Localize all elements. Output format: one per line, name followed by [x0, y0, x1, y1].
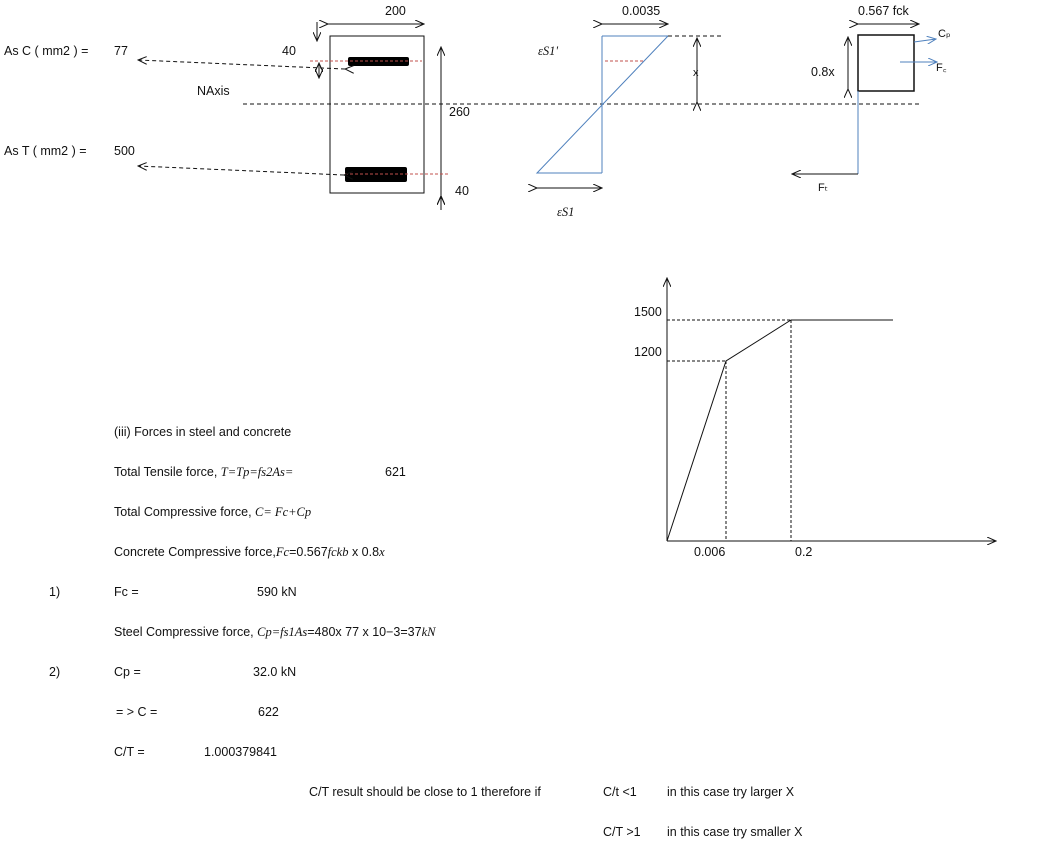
neutral-depth-label: x [693, 67, 699, 79]
steel-formula-value: =480x 77 x 10−3=37 [307, 625, 422, 639]
steel-force-row: Steel Compressive force, Cp=fs1As=480x 7… [114, 625, 435, 639]
tensile-force-value: 621 [385, 465, 406, 479]
section-depth-label: 260 [449, 105, 470, 119]
concrete-formula-fc: Fc [275, 545, 290, 559]
cp-unit: kN [280, 665, 297, 679]
fc-result-value: 590 kN [257, 585, 297, 599]
concrete-formula-fckb: fckb [327, 545, 349, 559]
ast-label: As T ( mm2 ) = [4, 144, 87, 158]
ct-ratio-value: 1.000379841 [204, 745, 277, 759]
fc-number: 590 [257, 585, 278, 599]
c-total-label: = > C = [116, 705, 158, 719]
concrete-force-label: Concrete Compressive force, [114, 545, 276, 559]
condition-less-than-one: C/t <1 [603, 785, 637, 799]
compression-rebar [348, 57, 409, 66]
stress-block-width-label: 0.567 fck [858, 4, 909, 18]
c-total-value: 622 [258, 705, 279, 719]
condition-greater-advice: in this case try smaller X [667, 825, 803, 839]
condition-greater-than-one: C/T >1 [603, 825, 641, 839]
concrete-formula-times: x 0.8 [348, 545, 380, 559]
step-1-number: 1) [49, 585, 61, 599]
stress-strain-curve [667, 278, 996, 541]
strain-diagram [537, 24, 722, 188]
ast-value: 500 [114, 144, 135, 158]
cp-number: 32.0 [253, 665, 278, 679]
concrete-formula-coef: =0.567 [289, 545, 328, 559]
steel-force-label: Steel Compressive force, [114, 625, 258, 639]
beam-section [310, 22, 450, 210]
fc-arrow-label: F꜀ [936, 62, 947, 74]
naxis-label: NAxis [197, 84, 230, 98]
concrete-strain-label: 0.0035 [622, 4, 661, 18]
cp-result-label: Cp = [114, 665, 141, 679]
stress-block-diagram [792, 24, 937, 174]
stress-block-depth-label: 0.8x [811, 65, 835, 79]
curve-y-tick-1500: 1500 [634, 305, 662, 319]
condition-less-advice: in this case try larger X [667, 785, 795, 799]
top-steel-strain-label: εS1' [538, 44, 559, 58]
compressive-force-label: Total Compressive force, [114, 505, 256, 519]
bottom-cover-label: 40 [455, 184, 469, 198]
bottom-steel-strain-label: εS1 [557, 205, 575, 219]
compressive-force-formula: C= Fc+Cp [255, 505, 312, 519]
ft-arrow-label: Fₜ [818, 182, 828, 194]
tensile-force-label: Total Tensile force, [114, 465, 221, 479]
curve-y-tick-1200: 1200 [634, 345, 662, 359]
cp-arrow-label: Cₚ [938, 28, 951, 40]
section-width-label: 200 [385, 4, 406, 18]
asc-pointer-arrow [138, 60, 345, 69]
curve-x-tick-02: 0.2 [795, 545, 813, 559]
curve-x-tick-0006: 0.006 [694, 545, 726, 559]
ct-ratio-label: C/T = [114, 745, 145, 759]
ast-pointer-arrow [138, 166, 344, 175]
steel-formula-cp: Cp=fs1As [257, 625, 308, 639]
top-cover-label: 40 [282, 44, 296, 58]
step-2-number: 2) [49, 665, 61, 679]
fc-unit: kN [281, 585, 297, 599]
cp-result-value: 32.0 kN [253, 665, 296, 679]
ct-note: C/T result should be close to 1 therefor… [309, 785, 541, 799]
concrete-force-row: Concrete Compressive force,Fc=0.567fckb … [114, 545, 385, 559]
concrete-formula-x: x [379, 545, 385, 559]
tensile-force-row: Total Tensile force, T=Tp=fs2As= [114, 465, 293, 479]
forces-heading: (iii) Forces in steel and concrete [114, 425, 292, 439]
tensile-force-formula: T=Tp=fs2As= [220, 465, 294, 479]
fc-result-label: Fc = [114, 585, 139, 599]
asc-value: 77 [114, 44, 128, 58]
compressive-force-row: Total Compressive force, C= Fc+Cp [114, 505, 311, 519]
asc-label: As C ( mm2 ) = [4, 44, 89, 58]
steel-formula-unit: kN [421, 625, 436, 639]
